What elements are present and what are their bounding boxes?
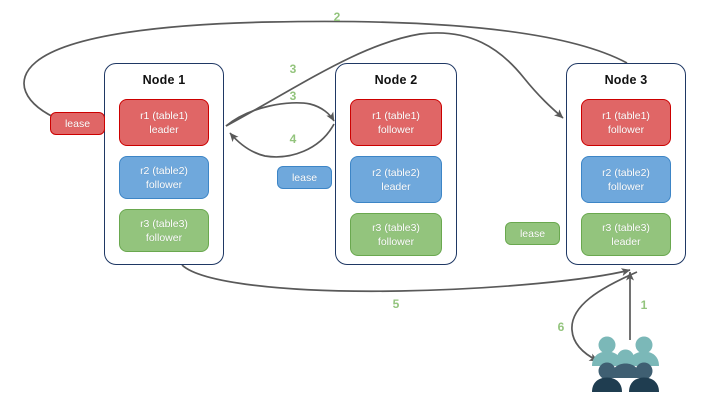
step-label-1: 1 (640, 298, 648, 312)
replica-name: r3 (table3) (372, 221, 420, 234)
replica-name: r2 (table2) (140, 164, 188, 177)
replica-name: r1 (table1) (140, 109, 188, 122)
people-group-icon (592, 336, 659, 392)
replica-r2[interactable]: r2 (table2) follower (581, 156, 671, 203)
lease-label: lease (291, 171, 318, 184)
replica-r3[interactable]: r3 (table3) follower (350, 213, 442, 256)
edge-step-5 (181, 264, 631, 293)
replica-role: leader (149, 123, 179, 136)
node-title: Node 1 (142, 73, 186, 87)
step-label-3-upper: 3 (289, 62, 297, 76)
replica-r1[interactable]: r1 (table1) follower (350, 99, 442, 146)
step-label-2: 2 (333, 10, 341, 24)
replica-role: follower (377, 235, 415, 248)
replica-role: follower (607, 180, 645, 193)
edge-step-4 (229, 123, 335, 158)
lease-badge-green[interactable]: lease (505, 222, 560, 245)
step-label-5: 5 (392, 297, 400, 311)
lease-label: lease (519, 227, 546, 240)
replica-role: follower (145, 178, 183, 191)
replica-role: follower (377, 123, 415, 136)
lease-label: lease (64, 117, 91, 130)
node-title: Node 3 (604, 73, 648, 87)
replica-role: leader (381, 180, 411, 193)
replica-role: leader (611, 235, 641, 248)
replica-name: r2 (table2) (372, 166, 420, 179)
replica-name: r3 (table3) (602, 221, 650, 234)
node-box-node1[interactable]: Node 1 r1 (table1) leader r2 (table2) fo… (104, 63, 224, 265)
replica-r2[interactable]: r2 (table2) leader (350, 156, 442, 203)
replica-r1[interactable]: r1 (table1) leader (119, 99, 209, 146)
step-label-6: 6 (557, 320, 565, 334)
node-box-node3[interactable]: Node 3 r1 (table1) follower r2 (table2) … (566, 63, 686, 265)
replica-name: r2 (table2) (602, 166, 650, 179)
replica-name: r3 (table3) (140, 217, 188, 230)
step-label-3-lower: 3 (289, 89, 297, 103)
replica-r2[interactable]: r2 (table2) follower (119, 156, 209, 199)
node-box-node2[interactable]: Node 2 r1 (table1) follower r2 (table2) … (335, 63, 457, 265)
replica-role: follower (607, 123, 645, 136)
replica-name: r1 (table1) (602, 109, 650, 122)
replica-name: r1 (table1) (372, 109, 420, 122)
step-label-4: 4 (289, 132, 297, 146)
lease-badge-blue[interactable]: lease (277, 166, 332, 189)
replica-role: follower (145, 231, 183, 244)
lease-badge-red[interactable]: lease (50, 112, 105, 135)
edge-step-3-lower (225, 101, 335, 127)
replica-r3[interactable]: r3 (table3) follower (119, 209, 209, 252)
node-title: Node 2 (374, 73, 418, 87)
replica-r1[interactable]: r1 (table1) follower (581, 99, 671, 146)
replica-r3[interactable]: r3 (table3) leader (581, 213, 671, 256)
